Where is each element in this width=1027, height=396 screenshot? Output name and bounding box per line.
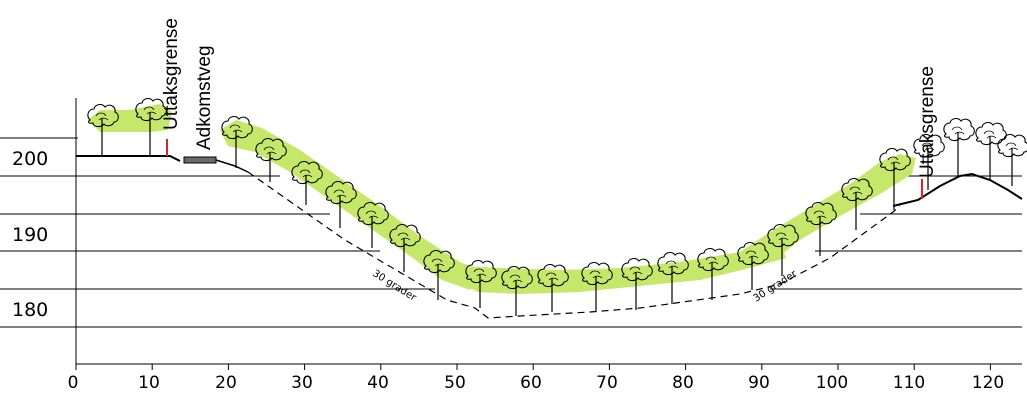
ground-slope-start <box>215 159 249 173</box>
tree-icon <box>255 138 287 182</box>
tree-icon <box>621 258 653 310</box>
tree-icon <box>841 178 873 230</box>
x-tick-label: 0 <box>68 373 79 393</box>
tree-icon <box>581 262 613 312</box>
tree-icon <box>657 252 689 304</box>
tree-icon <box>135 98 167 156</box>
tree-icon <box>465 260 497 308</box>
tree-icon <box>291 161 323 205</box>
label-uttaksgrense-right: Uttaksgrense <box>917 66 938 178</box>
x-tick-label: 30 <box>291 373 313 393</box>
tree-icon <box>697 248 729 300</box>
y-label: 190 <box>12 224 48 246</box>
tree-icon <box>389 224 421 272</box>
x-tick-label: 100 <box>816 373 848 393</box>
y-label: 180 <box>12 299 48 321</box>
tree-icon <box>357 202 389 248</box>
tree-icon <box>997 134 1027 186</box>
tree-icon <box>737 242 769 290</box>
label-uttaksgrense-left: Uttaksgrense <box>161 18 182 130</box>
tree-icon <box>87 104 119 156</box>
tree-icon <box>501 266 533 316</box>
trees <box>87 98 1027 316</box>
tree-icon <box>221 116 253 168</box>
x-tick-label: 60 <box>520 373 542 393</box>
vegetation-slope-left <box>220 120 484 290</box>
tree-icon <box>423 250 455 300</box>
slope-label-right: 30 grader <box>752 268 800 304</box>
x-tick-label: 120 <box>972 373 1004 393</box>
tree-icon <box>325 181 357 228</box>
x-tick-label: 40 <box>367 373 389 393</box>
x-tick-marks <box>75 364 991 370</box>
y-labels: 200 190 180 <box>12 148 48 321</box>
tree-icon <box>975 122 1007 180</box>
x-tick-label: 90 <box>748 373 770 393</box>
tree-icon <box>943 118 975 178</box>
y-label: 200 <box>12 148 48 170</box>
tree-icon <box>913 134 945 190</box>
excavation-profile <box>247 171 901 319</box>
elevation-grid <box>0 137 1022 328</box>
tree-icon <box>537 264 569 312</box>
vegetation-top-left <box>88 104 172 132</box>
x-tick-label: 20 <box>215 373 237 393</box>
tree-icon <box>879 148 911 210</box>
x-tick-label: 50 <box>444 373 466 393</box>
ground-top-left <box>76 155 181 162</box>
tree-icon <box>805 202 837 256</box>
x-tick-label: 80 <box>672 373 694 393</box>
road-symbol <box>183 156 217 164</box>
label-adkomstveg: Adkomstveg <box>194 45 215 150</box>
x-tick-label: 10 <box>138 373 160 393</box>
x-tick-label: 70 <box>596 373 618 393</box>
x-tick-label: 110 <box>893 373 925 393</box>
slope-label-left: 30 grader <box>370 268 418 304</box>
tree-icon <box>767 224 799 276</box>
ground-right-hill <box>892 172 1023 207</box>
x-tick-labels: 0 10 20 30 40 50 60 70 80 90 100 110 120 <box>68 373 1005 393</box>
